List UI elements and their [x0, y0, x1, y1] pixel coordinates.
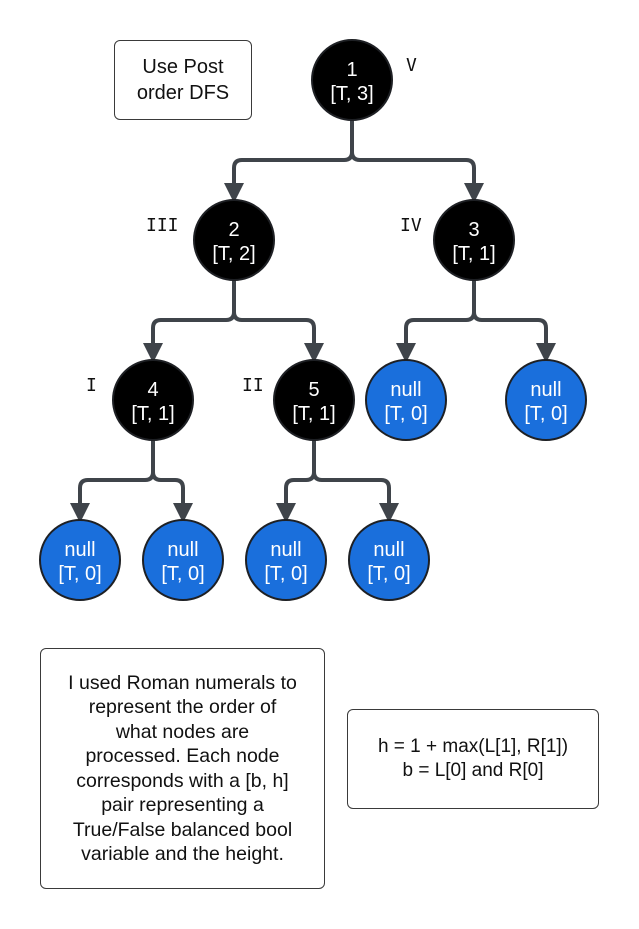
node-value: null [390, 379, 421, 401]
node-circle [142, 519, 224, 601]
note-legend: I used Roman numerals to represent the o… [40, 648, 325, 889]
formula-line: b = L[0] and R[0] [402, 760, 544, 781]
edge-n4-n4r [151, 440, 193, 523]
node-value: 4 [147, 379, 158, 401]
edge-n5-n5l [276, 440, 316, 523]
null-node: null[T, 0] [142, 519, 224, 601]
formula-line: h = 1 + max(L[1], R[1]) [377, 736, 569, 757]
node-value: 2 [228, 219, 239, 241]
node-value: 3 [468, 219, 479, 241]
tree-node-5: 5[T, 1] [273, 359, 355, 441]
edge-n5-n5r [312, 440, 399, 523]
tree-node-3: 3[T, 1] [433, 199, 515, 281]
tree-node-2: 2[T, 2] [193, 199, 275, 281]
null-node: null[T, 0] [245, 519, 327, 601]
node-pair: [T, 0] [524, 403, 567, 425]
node-circle [365, 359, 447, 441]
legend-line: what nodes are [115, 720, 250, 743]
null-node: null[T, 0] [348, 519, 430, 601]
node-pair: [T, 0] [384, 403, 427, 425]
note-post-order-dfs: Use Post order DFS [114, 40, 252, 120]
tree-node-4: 4[T, 1] [112, 359, 194, 441]
legend-line: represent the order of [88, 696, 277, 718]
node-pair: [T, 1] [292, 403, 335, 425]
node-circle [505, 359, 587, 441]
tree-node-1: 1[T, 3] [311, 39, 393, 121]
node-value: null [270, 539, 301, 561]
null-node: null[T, 0] [365, 359, 447, 441]
node-pair: [T, 0] [161, 563, 204, 585]
order-label: IV [400, 215, 422, 236]
edge-n2-n4 [143, 280, 236, 363]
null-node: null[T, 0] [39, 519, 121, 601]
edge-n1-n2 [224, 120, 354, 203]
null-node: null[T, 0] [505, 359, 587, 441]
node-value: null [530, 379, 561, 401]
node-pair: [T, 3] [330, 83, 373, 105]
note-line: Use Post [142, 56, 224, 78]
node-circle [433, 199, 515, 281]
node-circle [273, 359, 355, 441]
note-formula: h = 1 + max(L[1], R[1]) b = L[0] and R[0… [347, 709, 599, 809]
node-circle [245, 519, 327, 601]
node-circle [193, 199, 275, 281]
node-pair: [T, 1] [452, 243, 495, 265]
legend-line: I used Roman numerals to [68, 671, 297, 694]
node-pair: [T, 0] [264, 563, 307, 585]
legend-line: pair representing a [101, 794, 264, 816]
legend-line: True/False balanced bool [72, 818, 293, 841]
legend-line: variable and the height. [81, 843, 284, 865]
node-pair: [T, 2] [212, 243, 255, 265]
node-pair: [T, 0] [367, 563, 410, 585]
node-value: null [167, 539, 198, 561]
node-circle [39, 519, 121, 601]
node-value: 5 [308, 379, 319, 401]
node-pair: [T, 1] [131, 403, 174, 425]
node-circle [112, 359, 194, 441]
order-label: II [242, 375, 264, 396]
node-value: null [64, 539, 95, 561]
edges [70, 120, 556, 523]
edge-n4-n4l [70, 440, 155, 523]
order-label: V [406, 55, 417, 76]
legend-line: corresponds with a [b, h] [76, 769, 289, 792]
node-pair: [T, 0] [58, 563, 101, 585]
legend-line: processed. Each node [85, 745, 280, 767]
edge-n2-n5 [232, 280, 324, 363]
order-label: III [146, 215, 179, 236]
order-label: I [86, 375, 97, 396]
edge-n1-n3 [350, 120, 484, 203]
node-value: null [373, 539, 404, 561]
note-line: order DFS [136, 82, 230, 104]
node-circle [348, 519, 430, 601]
edge-n3-n3r [472, 280, 556, 363]
edge-n3-n3l [396, 280, 476, 363]
node-value: 1 [346, 59, 357, 81]
node-circle [311, 39, 393, 121]
